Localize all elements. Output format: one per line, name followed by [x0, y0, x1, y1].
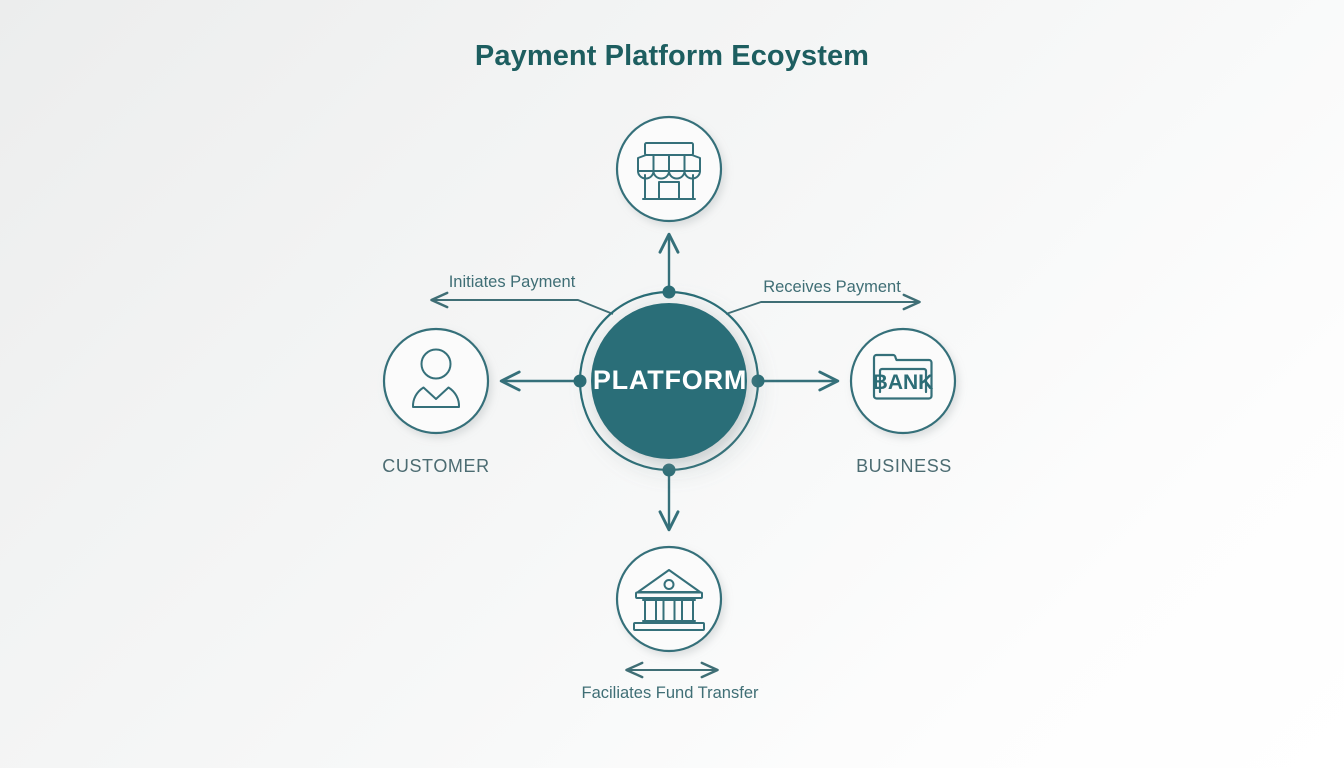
ring-dot-bottom [662, 463, 676, 477]
node-merchant[interactable] [615, 115, 723, 223]
node-bank[interactable] [615, 545, 723, 653]
flow-label-receives-payment: Receives Payment [763, 278, 901, 296]
bank-card-icon-text: BANK [873, 371, 934, 394]
connector-group [499, 232, 840, 532]
ring-connection-dots [573, 285, 765, 477]
ring-dot-left [573, 374, 587, 388]
person-icon [411, 348, 461, 408]
flow-arc-receives-payment [725, 293, 921, 315]
node-label-customer: CUSTOMER [382, 456, 490, 476]
node-customer[interactable] [382, 327, 490, 435]
bank-card-icon [872, 353, 933, 400]
ring-dot-top [662, 285, 676, 299]
bank-building-icon [633, 569, 705, 631]
page-title: Payment Platform Ecoystem [474, 40, 870, 72]
platform-hub-label: PLATFORM [592, 365, 748, 395]
ring-dot-right [751, 374, 765, 388]
flow-label-initiates-payment: Initiates Payment [448, 273, 576, 291]
storefront-icon [637, 142, 701, 200]
flow-arc-group [430, 291, 921, 679]
flow-arc-initiates-payment [430, 291, 614, 315]
node-business[interactable]: BANK [849, 327, 957, 435]
platform-hub-circle[interactable] [591, 303, 747, 459]
flow-label-facilitates-fund-transfer: Faciliates Fund Transfer [581, 684, 759, 702]
node-label-business: BUSINESS [856, 456, 952, 476]
